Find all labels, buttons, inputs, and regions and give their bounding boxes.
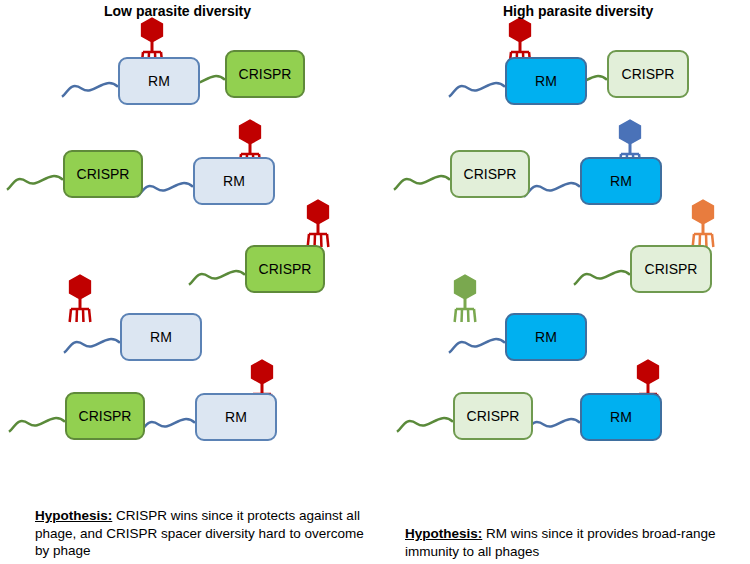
cell-label: CRISPR <box>259 261 312 277</box>
rm-cell: RM <box>580 157 662 205</box>
crispr-cell: CRISPR <box>225 50 305 98</box>
hypothesis-heading: Hypothesis: <box>35 508 112 523</box>
crispr-cell: CRISPR <box>630 245 712 293</box>
rm-cell: RM <box>120 313 202 361</box>
cell-tail <box>9 418 65 432</box>
phage-leg <box>455 309 456 322</box>
phage-tail <box>317 224 320 234</box>
phage-head <box>308 200 329 224</box>
cell-tail <box>137 183 193 197</box>
cell-tail <box>139 419 195 433</box>
phage-leg <box>467 309 470 322</box>
phage-plate <box>511 51 529 54</box>
phage-plate <box>309 233 327 236</box>
phage-leg <box>89 309 90 322</box>
phage-leg <box>712 234 713 247</box>
phage-head <box>240 120 261 144</box>
cell-tail <box>449 83 505 97</box>
phage-leg <box>474 309 475 322</box>
rm-cell: RM <box>193 157 275 205</box>
rm-cell: RM <box>580 393 662 441</box>
phage-leg <box>75 309 78 322</box>
phage-head <box>455 275 476 299</box>
crispr-cell: CRISPR <box>245 245 325 293</box>
cell-tail <box>574 271 630 285</box>
rm-cell: RM <box>118 57 200 105</box>
hypothesis-text: Hypothesis: CRISPR wins since it protect… <box>35 507 375 560</box>
cell-tail <box>449 339 505 353</box>
phage-tail <box>464 299 467 309</box>
phage-plate <box>143 51 161 54</box>
cell-tail <box>189 271 245 285</box>
cell-label: CRISPR <box>645 261 698 277</box>
crispr-cell: CRISPR <box>65 392 145 440</box>
phage-plate <box>456 308 474 311</box>
phage-head <box>620 120 641 144</box>
phage-plate <box>71 308 89 311</box>
phage-head <box>510 18 531 42</box>
cell-label: RM <box>223 173 245 189</box>
cell-tail <box>62 83 118 97</box>
phage-plate <box>694 233 712 236</box>
phage-head <box>142 18 163 42</box>
cell-label: CRISPR <box>622 66 675 82</box>
phage-tail <box>151 42 154 52</box>
cell-label: RM <box>225 409 247 425</box>
crispr-cell: CRISPR <box>450 150 530 198</box>
panel-heading: High parasite diversity <box>503 3 653 19</box>
cell-label: CRISPR <box>239 66 292 82</box>
phage-tail <box>519 42 522 52</box>
cell-label: CRISPR <box>77 166 130 182</box>
cell-label: RM <box>610 173 632 189</box>
hypothesis-text: Hypothesis: RM wins since it provides br… <box>405 525 740 560</box>
cell-tail <box>394 176 450 190</box>
rm-cell: RM <box>505 313 587 361</box>
phage-plate <box>621 153 639 156</box>
crispr-cell: CRISPR <box>607 50 689 98</box>
phage-leg <box>82 309 85 322</box>
phage-head <box>252 360 273 384</box>
cell-label: RM <box>535 329 557 345</box>
cell-label: CRISPR <box>79 408 132 424</box>
cell-label: CRISPR <box>464 166 517 182</box>
hypothesis-heading: Hypothesis: <box>405 526 482 541</box>
cell-tail <box>7 176 63 190</box>
cell-tail <box>524 183 580 197</box>
cell-tail <box>397 418 453 432</box>
phage-tail <box>249 144 252 154</box>
phage-tail <box>79 299 82 309</box>
phage-leg <box>327 234 328 247</box>
phage-leg <box>70 309 71 322</box>
cell-label: RM <box>148 73 170 89</box>
rm-cell: RM <box>505 57 587 105</box>
phage-head <box>70 275 91 299</box>
crispr-cell: CRISPR <box>453 392 533 440</box>
phage-head <box>693 200 714 224</box>
cell-label: RM <box>535 73 557 89</box>
phage-head <box>638 360 659 384</box>
cell-label: RM <box>610 409 632 425</box>
crispr-cell: CRISPR <box>63 150 143 198</box>
phage-tail <box>702 224 705 234</box>
rm-cell: RM <box>195 393 277 441</box>
cell-label: CRISPR <box>467 408 520 424</box>
cell-label: RM <box>150 329 172 345</box>
cell-tail <box>64 339 120 353</box>
phage-tail <box>629 144 632 154</box>
phage-leg <box>460 309 463 322</box>
panel-heading: Low parasite diversity <box>104 3 251 19</box>
phage-plate <box>241 153 259 156</box>
